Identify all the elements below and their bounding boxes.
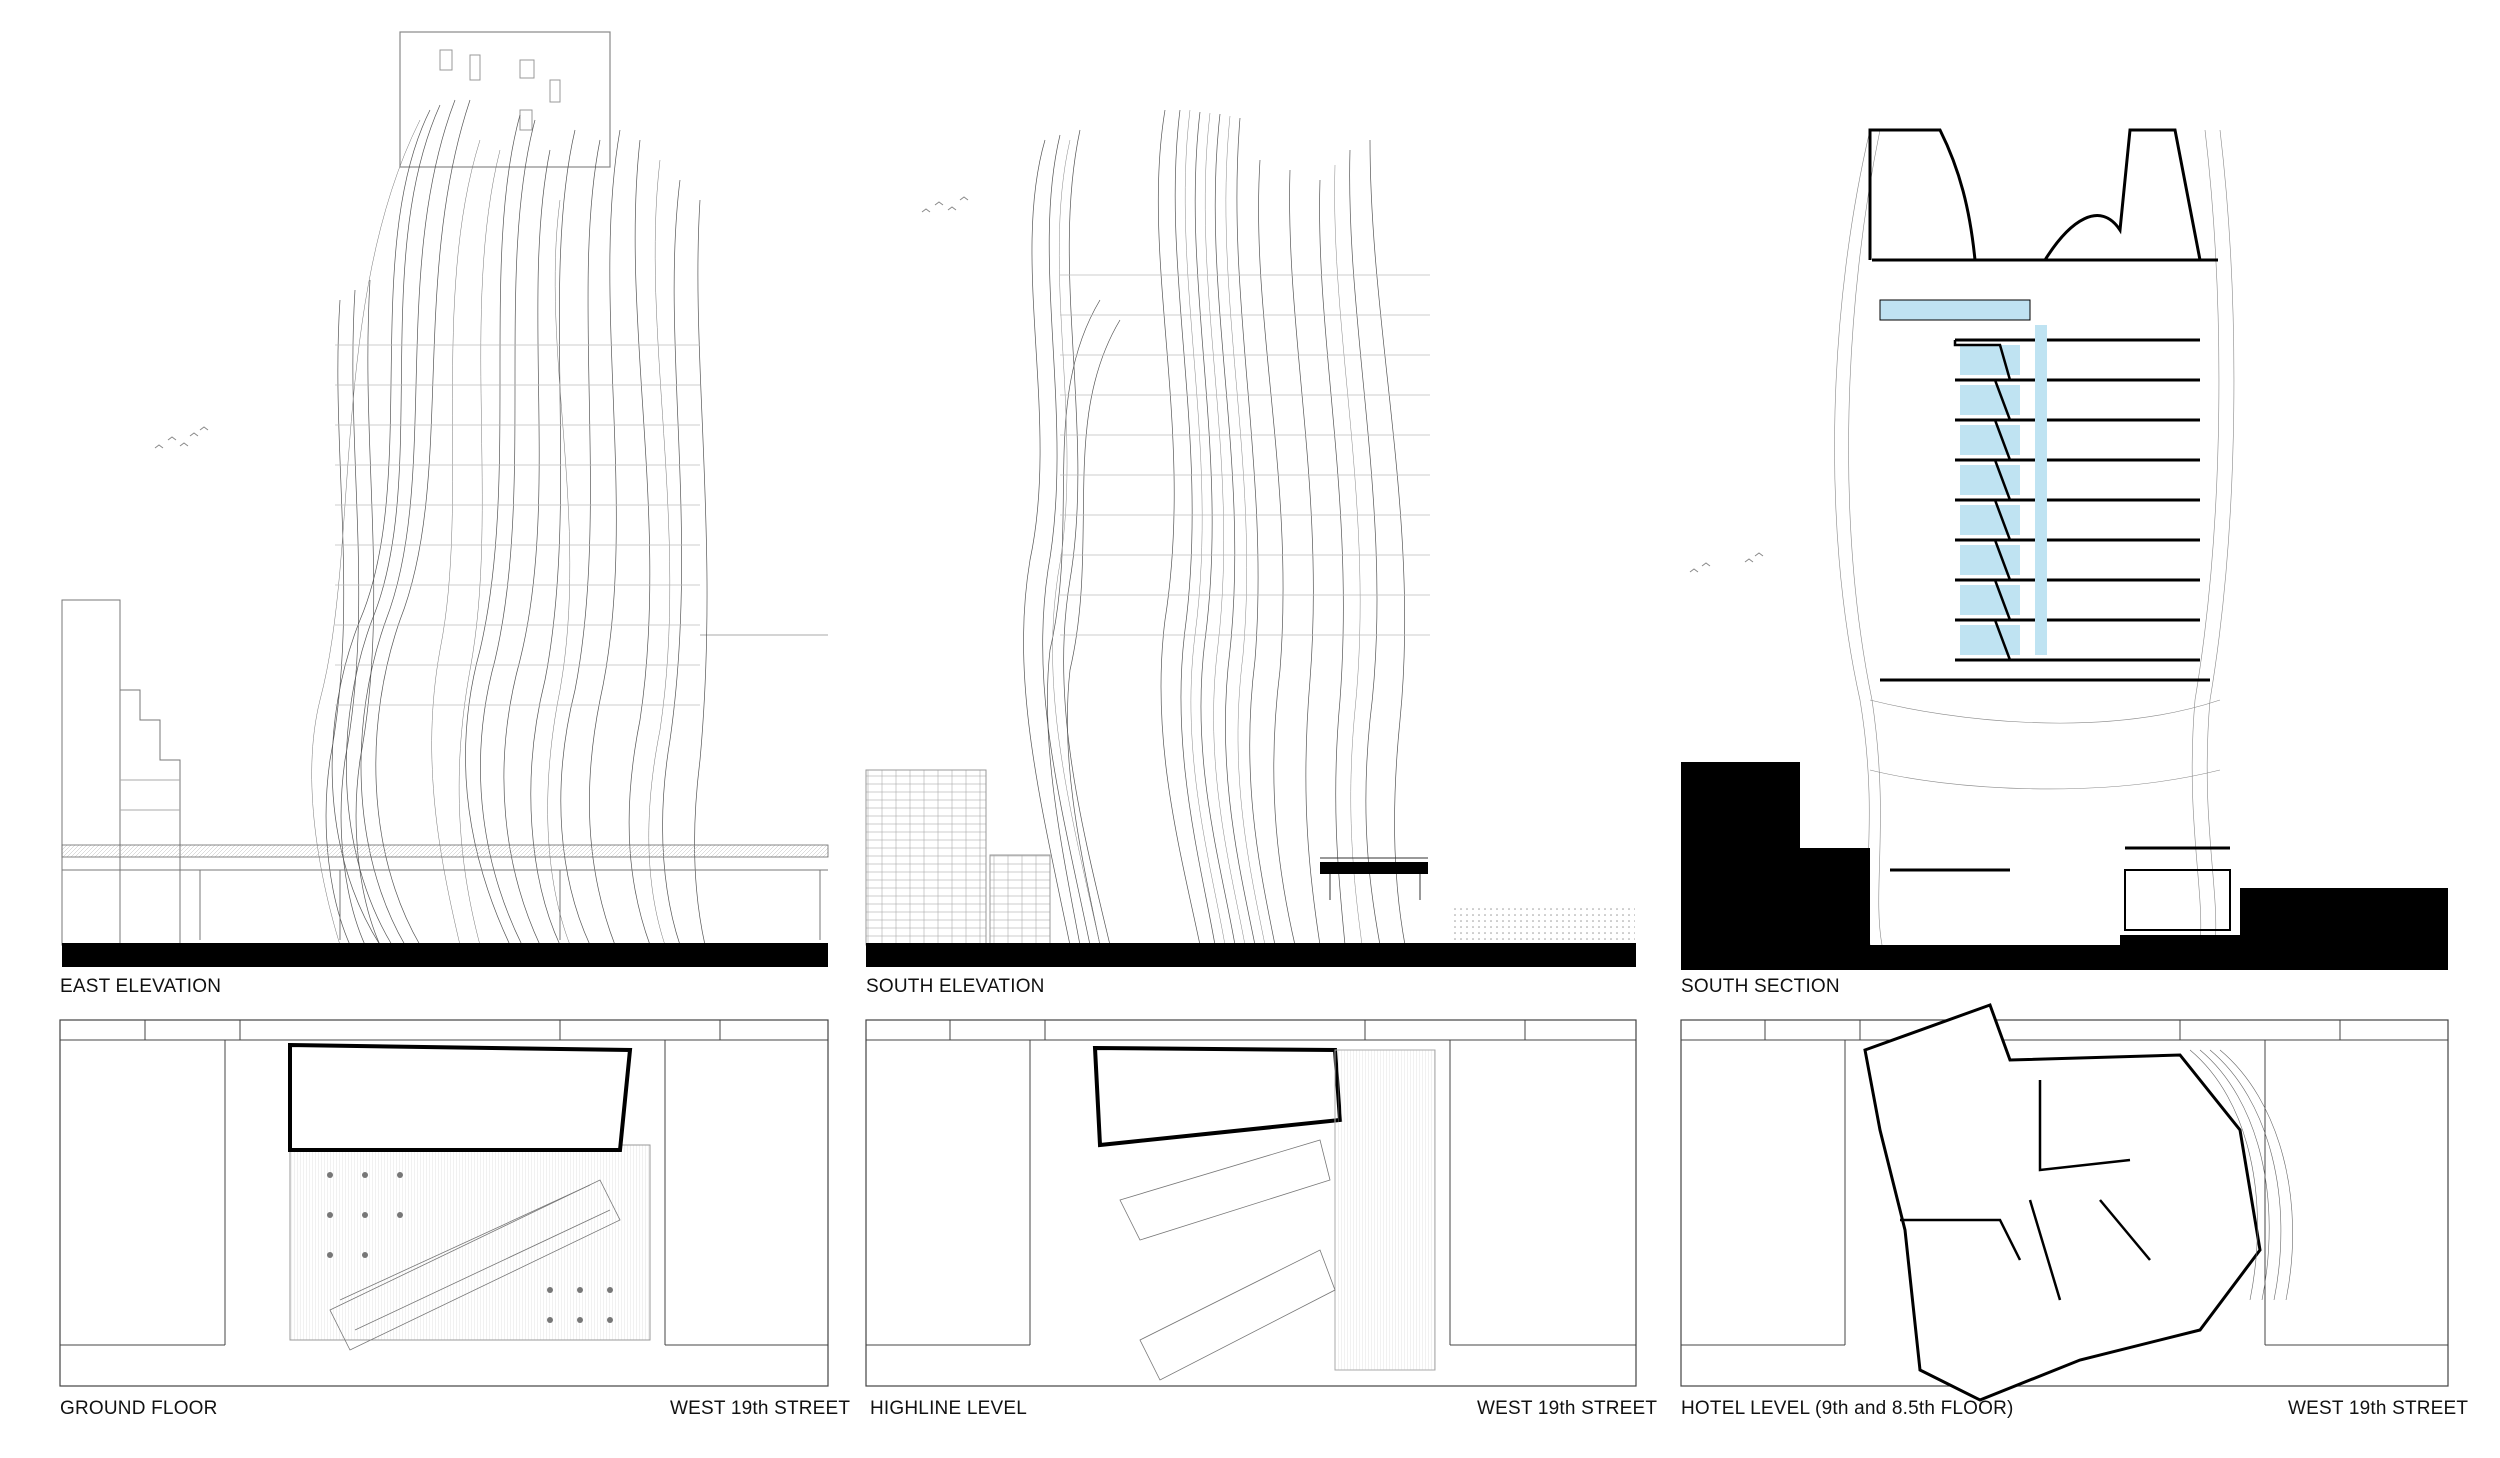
- hotel-street-label: WEST 19th STREET: [2288, 1398, 2469, 1419]
- east-elevation-label: EAST ELEVATION: [60, 976, 222, 997]
- ground-floor-label: GROUND FLOOR: [60, 1398, 218, 1419]
- south-section-drawing: [1681, 128, 2448, 970]
- east-elevation-drawing: [61, 31, 829, 967]
- hotel-level-plan: [1680, 1003, 2449, 1402]
- hotel-level-label: HOTEL LEVEL (9th and 8.5th FLOOR): [1681, 1398, 2014, 1419]
- highline-level-plan: [865, 1019, 1637, 1387]
- south-elevation-label: SOUTH ELEVATION: [866, 976, 1045, 997]
- south-section-label: SOUTH SECTION: [1681, 976, 1840, 997]
- ground-floor-plan: [59, 1019, 829, 1387]
- highline-level-label: HIGHLINE LEVEL: [870, 1398, 1027, 1419]
- south-elevation-drawing: [865, 109, 1636, 967]
- highline-street-label: WEST 19th STREET: [1477, 1398, 1658, 1419]
- ground-floor-street-label: WEST 19th STREET: [670, 1398, 851, 1419]
